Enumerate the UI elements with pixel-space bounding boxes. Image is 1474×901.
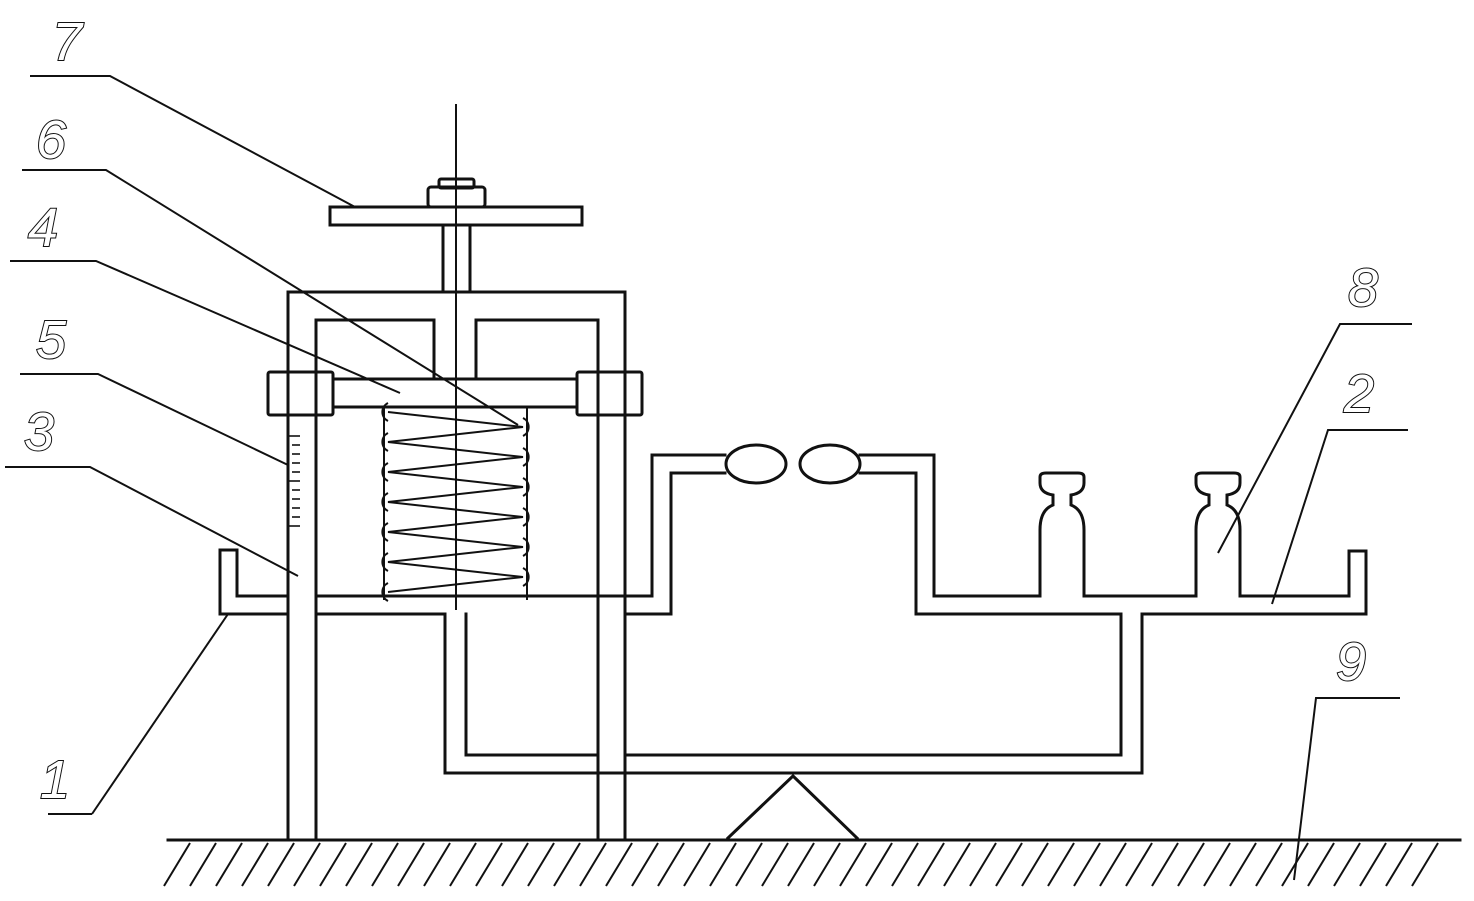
- part-labels: 7 6 4 5 3 1 8 2 9: [23, 11, 1379, 811]
- hatch-line: [735, 842, 763, 887]
- hatch-line: [969, 842, 997, 887]
- weight-left: [1038, 471, 1086, 598]
- hatch-line: [813, 842, 841, 887]
- hatch-line: [995, 842, 1023, 887]
- hatch-line: [605, 842, 633, 887]
- hatch-line: [631, 842, 659, 887]
- hatch-line: [1255, 842, 1283, 887]
- hatch-line: [787, 842, 815, 887]
- hatch-line: [709, 842, 737, 887]
- hatch-line: [1073, 842, 1101, 887]
- hatch-line: [579, 842, 607, 887]
- hatch-line: [345, 842, 373, 887]
- leader-lines: [5, 75, 1412, 881]
- hatch-line: [865, 842, 893, 887]
- label-4: 4: [28, 198, 58, 258]
- lever-frame: [218, 453, 1368, 775]
- hatch-line: [1177, 842, 1205, 887]
- label-7: 7: [52, 12, 84, 72]
- hatch-line: [839, 842, 867, 887]
- hatch-line: [215, 842, 243, 887]
- hatch-line: [527, 842, 555, 887]
- hatch-line: [1385, 842, 1413, 887]
- contact-electrodes: [724, 443, 862, 485]
- hatch-line: [1411, 842, 1439, 887]
- hatch-line: [1333, 842, 1361, 887]
- label-5: 5: [36, 310, 67, 370]
- hatch-line: [371, 842, 399, 887]
- spring: [381, 402, 530, 602]
- hatch-line: [423, 842, 451, 887]
- hatch-line: [241, 842, 269, 887]
- hatch-line: [319, 842, 347, 887]
- hatch-line: [501, 842, 529, 887]
- label-9: 9: [1336, 632, 1366, 692]
- hatch-line: [761, 842, 789, 887]
- label-8: 8: [1348, 258, 1378, 318]
- hatch-line: [1359, 842, 1387, 887]
- hatch-line: [1125, 842, 1153, 887]
- label-2: 2: [1343, 364, 1374, 424]
- hatch-line: [475, 842, 503, 887]
- scale-ticks: [288, 435, 300, 527]
- label-1: 1: [40, 750, 70, 810]
- hatch-line: [293, 842, 321, 887]
- hatch-line: [683, 842, 711, 887]
- hatch-line: [943, 842, 971, 887]
- ground: [163, 838, 1462, 887]
- hatch-line: [1099, 842, 1127, 887]
- label-6: 6: [36, 110, 67, 170]
- hatch-line: [1307, 842, 1335, 887]
- hatch-line: [1151, 842, 1179, 887]
- hatch-line: [1047, 842, 1075, 887]
- hatch-line: [1229, 842, 1257, 887]
- hatch-line: [891, 842, 919, 887]
- hatch-line: [553, 842, 581, 887]
- hatch-line: [657, 842, 685, 887]
- hatch-line: [449, 842, 477, 887]
- hatch-line: [397, 842, 425, 887]
- hatch-line: [163, 842, 191, 887]
- hatch-line: [1021, 842, 1049, 887]
- handwheel: [328, 177, 584, 227]
- hatch-line: [917, 842, 945, 887]
- fulcrum: [725, 773, 860, 841]
- hatch-line: [189, 842, 217, 887]
- label-3: 3: [24, 402, 54, 462]
- hatch-line: [1203, 842, 1231, 887]
- hatch-line: [267, 842, 295, 887]
- weight-right: [1194, 471, 1242, 598]
